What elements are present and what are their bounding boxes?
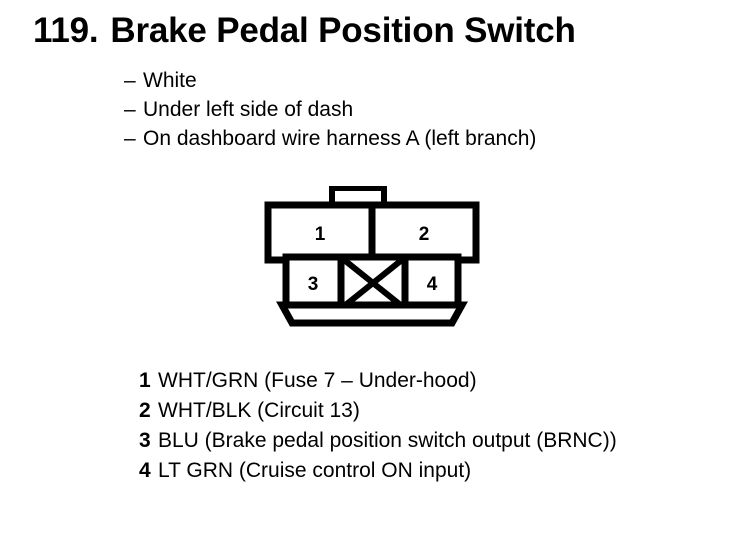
dash-bullet-icon: – bbox=[124, 98, 136, 121]
list-item: 4 LT GRN (Cruise control ON input) bbox=[139, 456, 617, 486]
pin-legend-number: 1 bbox=[139, 369, 151, 392]
connector-outline-svg: 1 2 3 4 bbox=[264, 186, 480, 327]
list-item: 1 WHT/GRN (Fuse 7 – Under-hood) bbox=[139, 366, 617, 396]
list-item: 2 WHT/BLK (Circuit 13) bbox=[139, 396, 617, 426]
list-item: –Under left side of dash bbox=[124, 95, 536, 124]
pin-legend-number: 3 bbox=[139, 429, 151, 452]
pin-legend-text: WHT/BLK (Circuit 13) bbox=[158, 399, 360, 422]
bullet-text: White bbox=[143, 69, 197, 92]
connector-bottom-skirt bbox=[276, 301, 468, 327]
connector-diagram: 1 2 3 4 bbox=[260, 186, 490, 331]
dash-bullet-icon: – bbox=[124, 69, 136, 92]
pin-legend-number: 2 bbox=[139, 399, 151, 422]
pin-number-1: 1 bbox=[315, 224, 326, 245]
pin-legend-text: BLU (Brake pedal position switch output … bbox=[158, 429, 617, 452]
blank-cavity-x-icon bbox=[341, 256, 405, 310]
pin-legend-text: LT GRN (Cruise control ON input) bbox=[158, 459, 472, 482]
pin-legend-list: 1 WHT/GRN (Fuse 7 – Under-hood) 2 WHT/BLK … bbox=[139, 366, 617, 486]
dash-bullet-icon: – bbox=[124, 127, 136, 150]
page-title-text: Brake Pedal Position Switch bbox=[110, 11, 576, 50]
pin-legend-text: WHT/GRN (Fuse 7 – Under-hood) bbox=[158, 369, 477, 392]
list-item: –On dashboard wire harness A (left branc… bbox=[124, 124, 536, 153]
bullet-text: On dashboard wire harness A (left branch… bbox=[143, 127, 537, 150]
page-title: 119. Brake Pedal Position Switch bbox=[33, 11, 576, 51]
bullet-text: Under left side of dash bbox=[143, 98, 354, 121]
pin-legend-number: 4 bbox=[139, 459, 151, 482]
page-title-number: 119. bbox=[33, 11, 99, 50]
list-item: –White bbox=[124, 66, 536, 95]
pin-number-2: 2 bbox=[419, 224, 430, 245]
list-item: 3 BLU (Brake pedal position switch output… bbox=[139, 426, 617, 456]
pin-number-4: 4 bbox=[427, 274, 438, 295]
description-bullet-list: –White –Under left side of dash –On dash… bbox=[124, 66, 536, 153]
pin-number-3: 3 bbox=[308, 274, 319, 295]
